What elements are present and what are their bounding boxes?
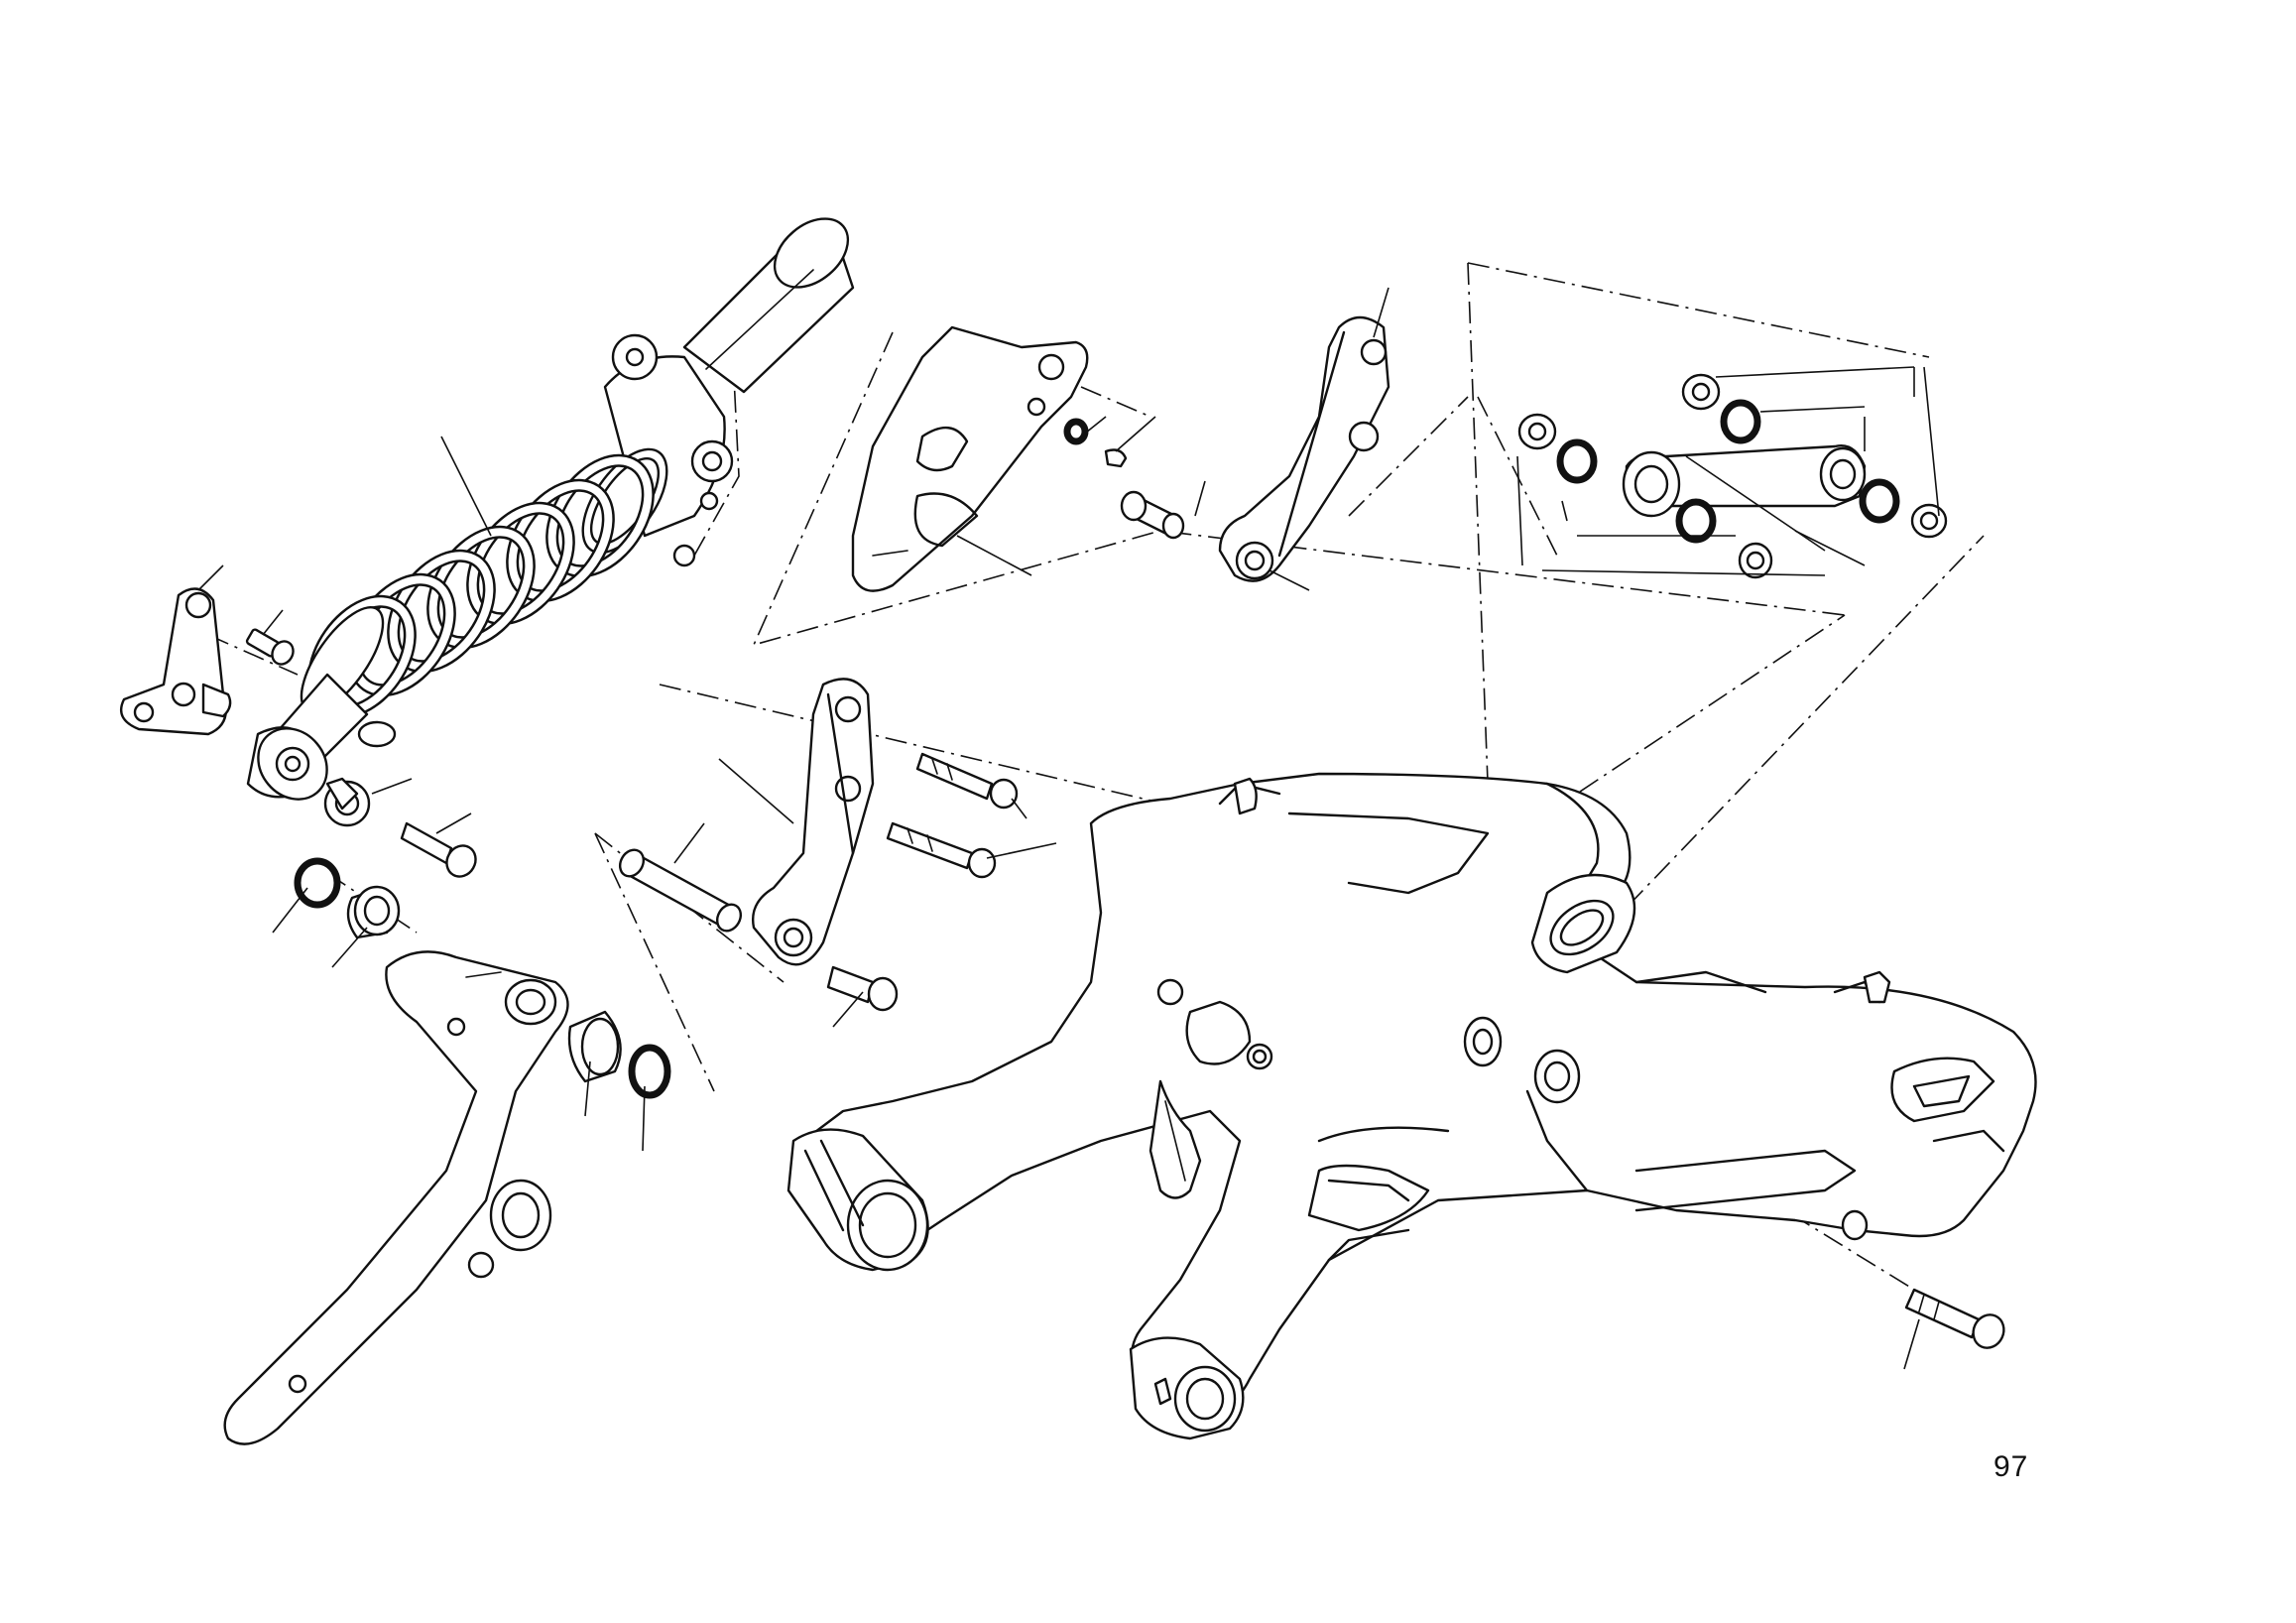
lever-bushing-spacer [567, 1010, 671, 1099]
heel-guard [851, 325, 1089, 592]
upper-rocker-arm [1218, 315, 1390, 582]
dog-bone-seals [294, 857, 401, 939]
swingarm [794, 772, 2037, 1416]
page-code: 97 [1994, 1450, 2029, 1483]
shock-lower-bolt [400, 821, 477, 878]
swingarm-pivot-tube [786, 1128, 929, 1272]
swingarm-lower-pivot [1129, 1336, 1245, 1440]
center-linkage-plate [752, 678, 875, 966]
dog-bone-rings [1517, 373, 1948, 579]
shock-lower-bushing [323, 777, 371, 827]
linkage-sleeve [618, 848, 743, 933]
dog-bone-linkage [1622, 444, 1867, 518]
guard-fasteners [1063, 418, 1128, 468]
lower-linkage-lever [223, 950, 569, 1445]
bracket-bolt [245, 628, 295, 666]
linkage-short-bolt [826, 965, 899, 1012]
rocker-pin-bolt [1120, 490, 1185, 540]
upper-shock-bracket [119, 587, 232, 736]
linkage-long-bolts [886, 752, 1019, 879]
rear-shock-absorber [246, 217, 855, 801]
rear-axle-bolt [1904, 1288, 2005, 1349]
callout-leader-lines [197, 287, 1940, 1370]
